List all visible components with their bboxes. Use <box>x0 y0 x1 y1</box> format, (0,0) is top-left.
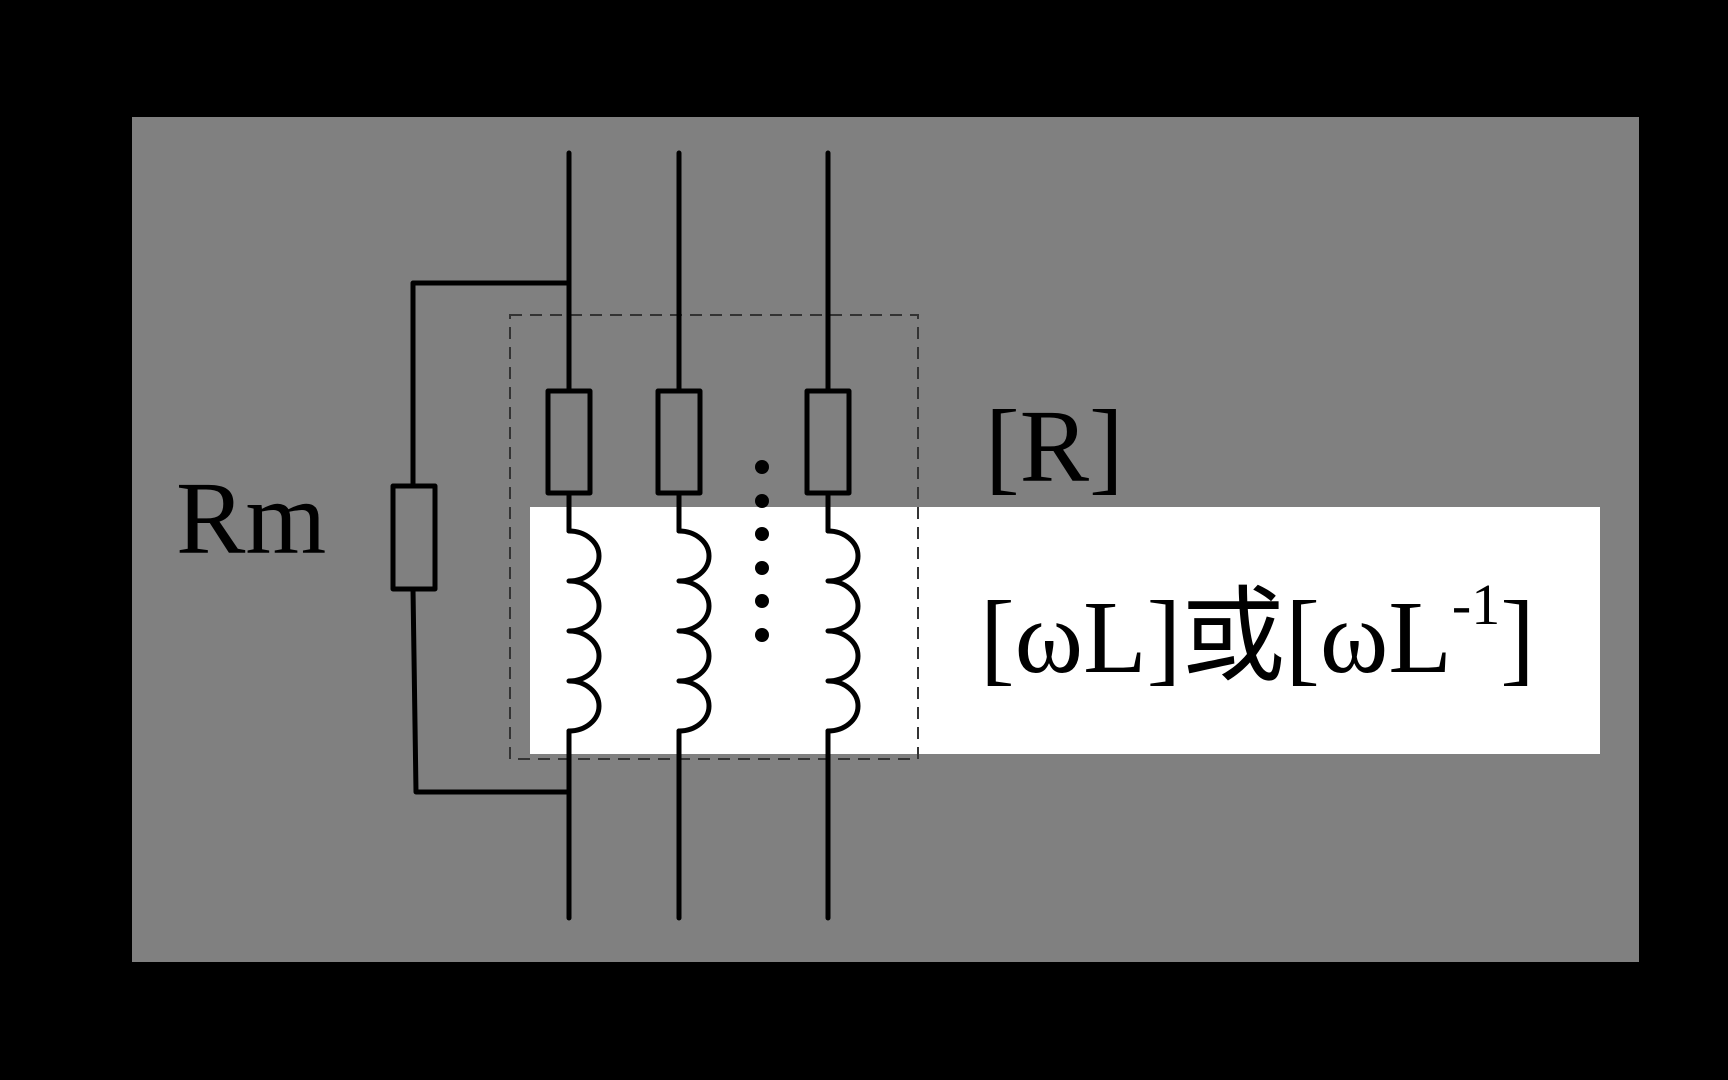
rm-branch-bottom-wire <box>410 586 572 795</box>
ellipsis-dots <box>755 460 769 642</box>
dashed-boundary-box <box>509 314 919 760</box>
label-inductance: [ωL]或[ωL-1] <box>980 572 1535 695</box>
label-r: [R] <box>985 389 1124 504</box>
label-inductance-superscript: -1 <box>1452 572 1500 637</box>
label-inductance-prefix: [ωL]或[ωL <box>980 580 1452 695</box>
branch-1-inductor-coil <box>566 528 602 734</box>
rm-branch-top-wire <box>410 280 572 489</box>
label-rm: Rm <box>176 461 326 576</box>
label-inductance-suffix: ] <box>1500 580 1535 695</box>
branch-n-inductor-coil <box>825 528 861 734</box>
branch-2-inductor-coil <box>676 528 712 734</box>
